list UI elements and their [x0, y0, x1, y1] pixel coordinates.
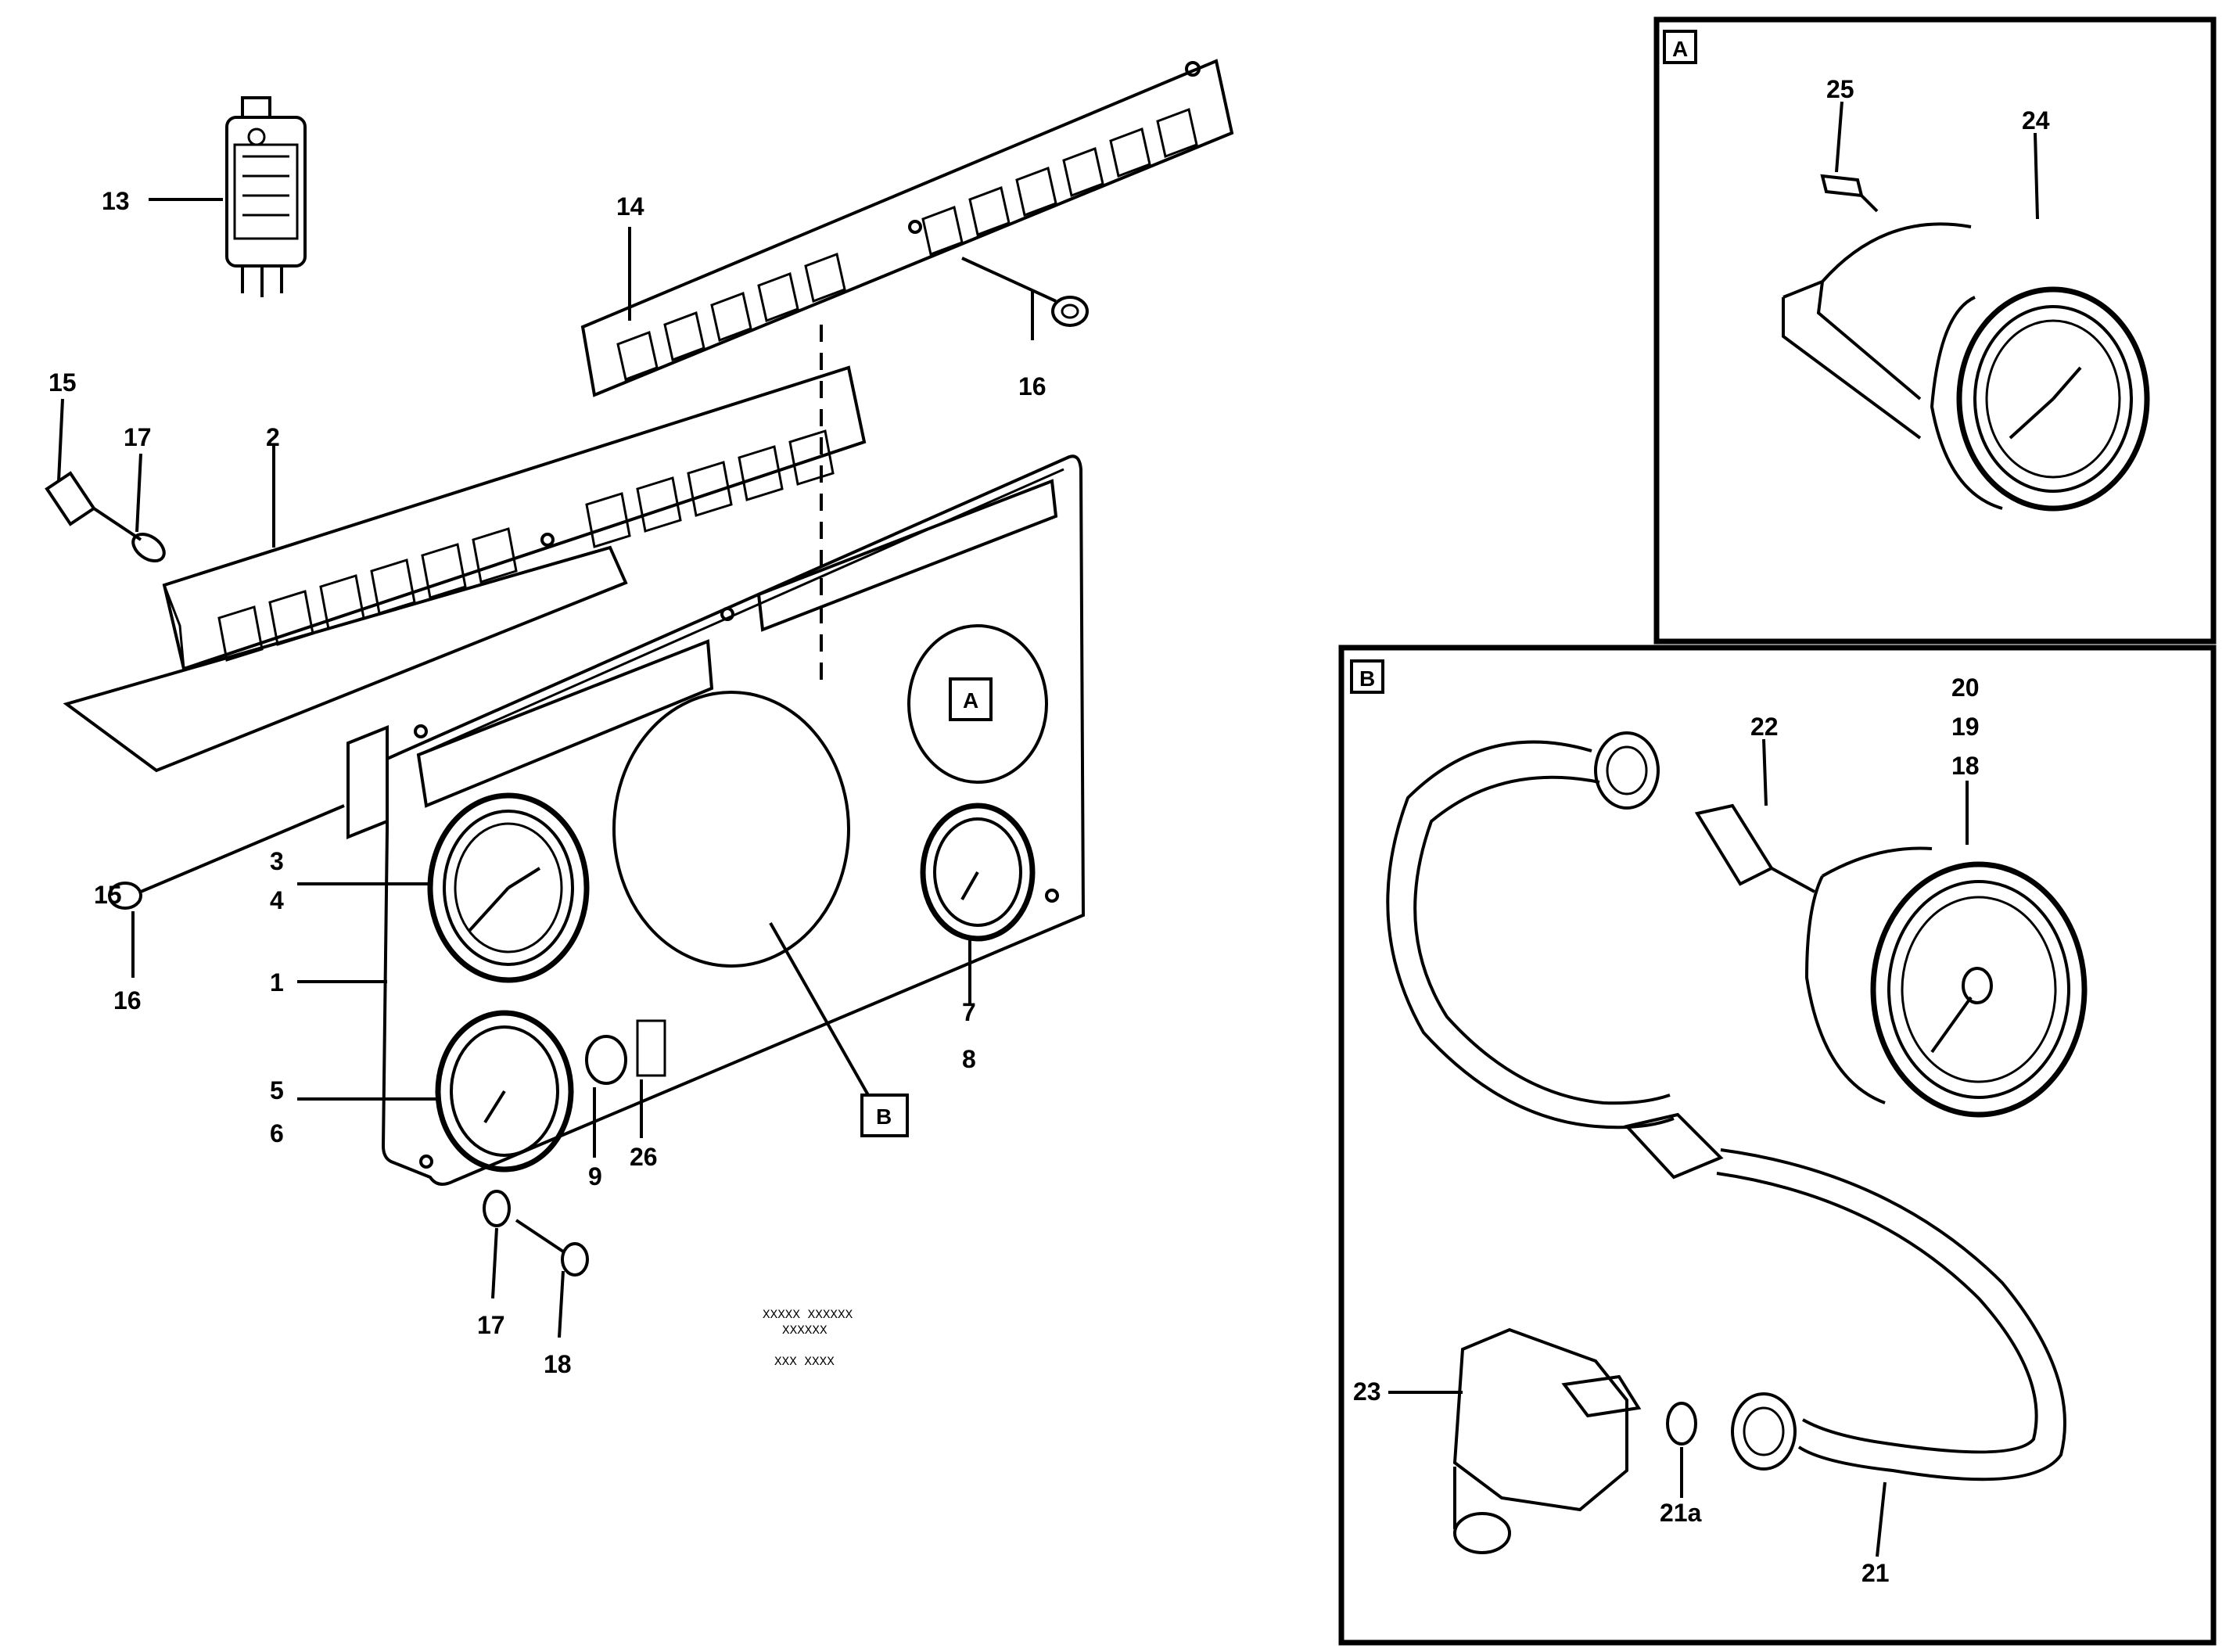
drawing-code-2: XXXXXX: [782, 1323, 828, 1338]
label-3: 3: [270, 847, 284, 875]
label-13: 13: [102, 187, 130, 215]
label-1: 1: [270, 968, 284, 997]
ref-box-b-panel: [860, 1094, 909, 1137]
ref-box-b-panel-label: B: [876, 1104, 892, 1129]
gauge-right-small: [920, 803, 1036, 942]
label-17-bot: 17: [477, 1311, 505, 1339]
label-22: 22: [1750, 713, 1779, 741]
label-17-left: 17: [124, 423, 152, 451]
label-20: 20: [1951, 673, 1980, 702]
label-16-mid: 16: [113, 986, 142, 1015]
screw-part-15-left: [45, 471, 166, 563]
detail-b-speedometer: [1804, 846, 2088, 1118]
label-7: 7: [962, 998, 976, 1026]
gauge-ring-a: [907, 624, 1048, 784]
label-5: 5: [270, 1076, 284, 1104]
ref-box-a-panel-label: A: [963, 688, 978, 713]
label-21: 21: [1861, 1559, 1890, 1587]
label-6: 6: [270, 1119, 284, 1147]
drawing-code-3: XXX XXXX: [774, 1355, 835, 1369]
ref-box-a-panel: [949, 677, 993, 721]
upper-switch-rail: [580, 59, 1234, 397]
detail-b-cable-connector: [1594, 731, 1815, 893]
pointer-to-b: [769, 922, 870, 1096]
label-19: 19: [1951, 713, 1980, 741]
label-15-mid: 15: [94, 881, 122, 909]
label-14: 14: [616, 192, 644, 221]
label-18b: 18: [1951, 752, 1980, 780]
large-gauge-outline: [612, 691, 850, 968]
gauge-upper-left: [427, 792, 590, 983]
lower-switch-rail: [162, 365, 867, 671]
label-leaders-left: [57, 198, 1034, 1338]
label-23: 23: [1353, 1377, 1381, 1406]
label-9: 9: [588, 1162, 602, 1191]
leader-25: [1835, 101, 1843, 173]
screw-part-16-top: [961, 257, 1089, 327]
label-25: 25: [1826, 75, 1854, 103]
leader-24: [2034, 132, 2039, 220]
label-24: 24: [2022, 106, 2050, 135]
detail-a-gauge: [1782, 174, 2150, 512]
detail-b-cable: [1386, 740, 2066, 1481]
label-16-top: 16: [1018, 372, 1046, 400]
label-15-left: 15: [48, 368, 77, 397]
drawing-code-1: XXXXX XXXXXX: [763, 1308, 853, 1322]
leader-22: [1762, 738, 1768, 806]
detail-b-sensor: [1452, 1327, 1797, 1554]
screw-part-17-18: [483, 1190, 589, 1277]
leader-21: [1876, 1481, 1887, 1557]
gauge-lower-left: [435, 1010, 574, 1173]
label-8: 8: [962, 1045, 976, 1073]
detail-a-label: A: [1672, 37, 1688, 61]
label-21a: 21a: [1660, 1499, 1702, 1527]
detail-b-label: B: [1359, 666, 1375, 691]
instrument-panel-plate: [346, 454, 1086, 1186]
detail-b-frame: [1338, 645, 2217, 1646]
relay-part: [225, 96, 307, 297]
rail-base-plate: [63, 545, 628, 773]
screw-part-15-mid: [108, 804, 345, 910]
warning-lamp: [585, 1019, 666, 1085]
label-18-bot: 18: [544, 1350, 572, 1378]
label-2: 2: [266, 423, 280, 451]
label-26: 26: [630, 1143, 658, 1171]
label-4: 4: [270, 886, 284, 914]
detail-a-frame: [1653, 16, 2217, 645]
